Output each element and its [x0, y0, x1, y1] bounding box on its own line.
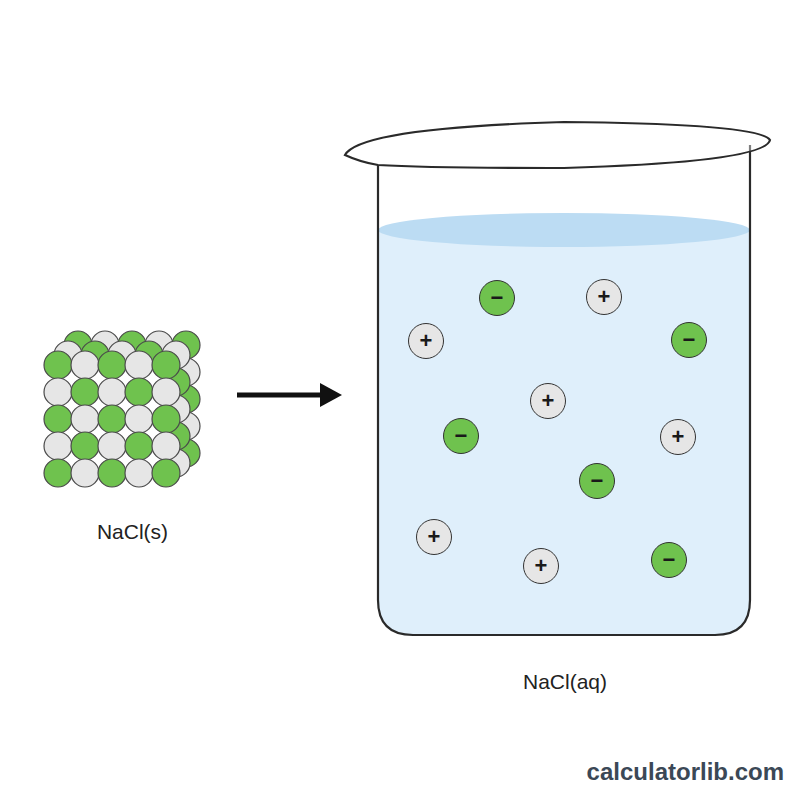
ion-circle: +: [660, 419, 696, 455]
ion-circle: +: [586, 279, 622, 315]
beaker-wall: [378, 145, 750, 635]
ion-sphere: [152, 432, 180, 460]
ion-sphere: [125, 459, 153, 487]
ion-sphere: [44, 351, 72, 379]
ion-charge: +: [420, 330, 433, 352]
ion-sphere: [44, 459, 72, 487]
ion-sphere: [98, 351, 126, 379]
ion-circle: −: [579, 463, 615, 499]
ion-sphere: [71, 378, 99, 406]
ion-circle: −: [443, 418, 479, 454]
ion-circle: −: [671, 322, 707, 358]
ion-circle: +: [530, 383, 566, 419]
nacl-crystal: [40, 315, 225, 505]
ion-sphere: [71, 351, 99, 379]
ion-charge: +: [428, 526, 441, 548]
ion-sphere: [152, 459, 180, 487]
ion-sphere: [71, 405, 99, 433]
ion-sphere: [152, 405, 180, 433]
ion-sphere: [44, 432, 72, 460]
ion-sphere: [125, 432, 153, 460]
ion-circle: −: [479, 280, 515, 316]
ion-sphere: [152, 378, 180, 406]
ion-sphere: [44, 405, 72, 433]
arrow-shaft: [237, 393, 321, 398]
ion-sphere: [98, 432, 126, 460]
beaker: NaCl(aq) − + − + + − + − + − +: [340, 110, 790, 710]
ion-charge: +: [672, 426, 685, 448]
ion-charge: +: [535, 555, 548, 577]
ion-sphere: [71, 459, 99, 487]
ion-sphere: [152, 351, 180, 379]
ion-sphere: [98, 378, 126, 406]
ion-sphere: [98, 405, 126, 433]
ion-sphere: [125, 378, 153, 406]
state-label: NaCl(s): [40, 520, 225, 544]
ion-charge: −: [455, 425, 468, 447]
process-arrow: [237, 383, 342, 407]
ion-charge: +: [542, 390, 555, 412]
ion-sphere: [44, 378, 72, 406]
ion-charge: −: [683, 329, 696, 351]
ion-charge: +: [598, 286, 611, 308]
ion-circle: +: [416, 519, 452, 555]
crystal-group: NaCl(s): [40, 315, 225, 555]
ion-circle: +: [523, 548, 559, 584]
ion-charge: −: [491, 287, 504, 309]
ion-sphere: [71, 432, 99, 460]
watermark: calculatorlib.com: [587, 758, 784, 786]
ion-sphere: [125, 405, 153, 433]
ion-charge: −: [591, 470, 604, 492]
ion-charge: −: [663, 549, 676, 571]
solution: [378, 230, 750, 635]
state-label: NaCl(aq): [340, 670, 790, 694]
solution-surface: [378, 213, 750, 247]
ion-sphere: [98, 459, 126, 487]
beaker-rim: [345, 122, 770, 168]
ion-circle: +: [408, 323, 444, 359]
arrow-head: [320, 383, 342, 407]
ion-sphere: [125, 351, 153, 379]
ion-circle: −: [651, 542, 687, 578]
